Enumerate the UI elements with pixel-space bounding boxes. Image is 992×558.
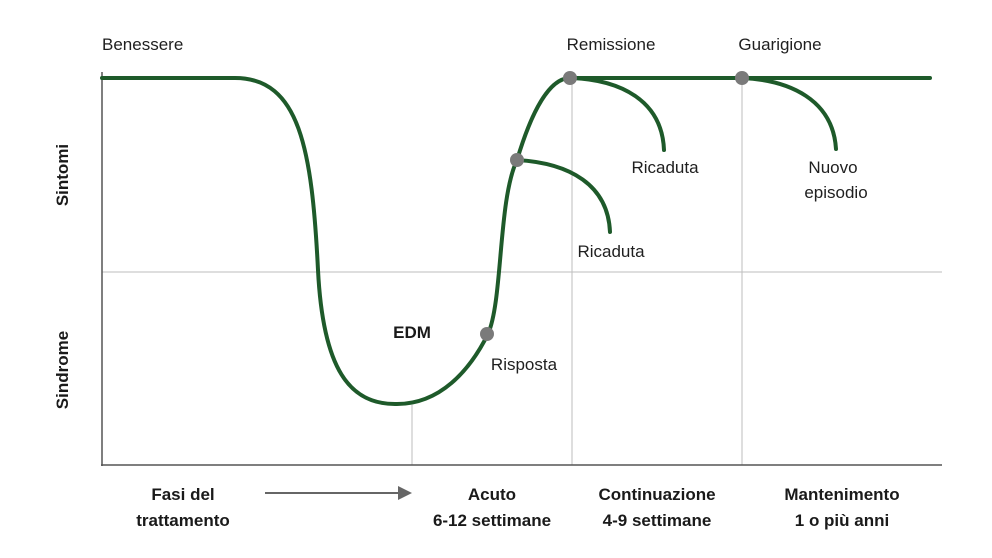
phase-arrow-head [398,486,412,500]
ricaduta-branch-remissione [570,76,666,152]
phase-acuto-line2: 6-12 settimane [433,511,551,530]
ricaduta-branch-risposta [515,158,612,234]
phase-acuto-line1: Acuto [468,485,516,504]
label-nuovo: Nuovo [808,158,857,177]
label-ricaduta-upper: Ricaduta [631,158,699,177]
label-guarigione: Guarigione [738,35,821,54]
guarigione-marker [735,71,749,85]
phase-fasi-line1: Fasi del [151,485,214,504]
phase-mantenimento-line2: 1 o più anni [795,511,889,530]
label-remissione: Remissione [567,35,656,54]
remissione-marker [563,71,577,85]
label-sintomi: Sintomi [53,144,72,206]
phase-mantenimento-line1: Mantenimento [784,485,899,504]
phase-fasi-line2: trattamento [136,511,230,530]
phase-continuazione-line2: 4-9 settimane [603,511,712,530]
label-episodio: episodio [804,183,867,202]
label-edm: EDM [393,323,431,342]
nuovo-episodio-branch [740,76,838,151]
ricaduta-marker [510,153,524,167]
risposta-marker [480,327,494,341]
label-sindrome: Sindrome [53,331,72,409]
label-benessere: Benessere [102,35,183,54]
label-risposta: Risposta [491,355,558,374]
phase-continuazione-line1: Continuazione [598,485,715,504]
label-ricaduta-lower: Ricaduta [577,242,645,261]
